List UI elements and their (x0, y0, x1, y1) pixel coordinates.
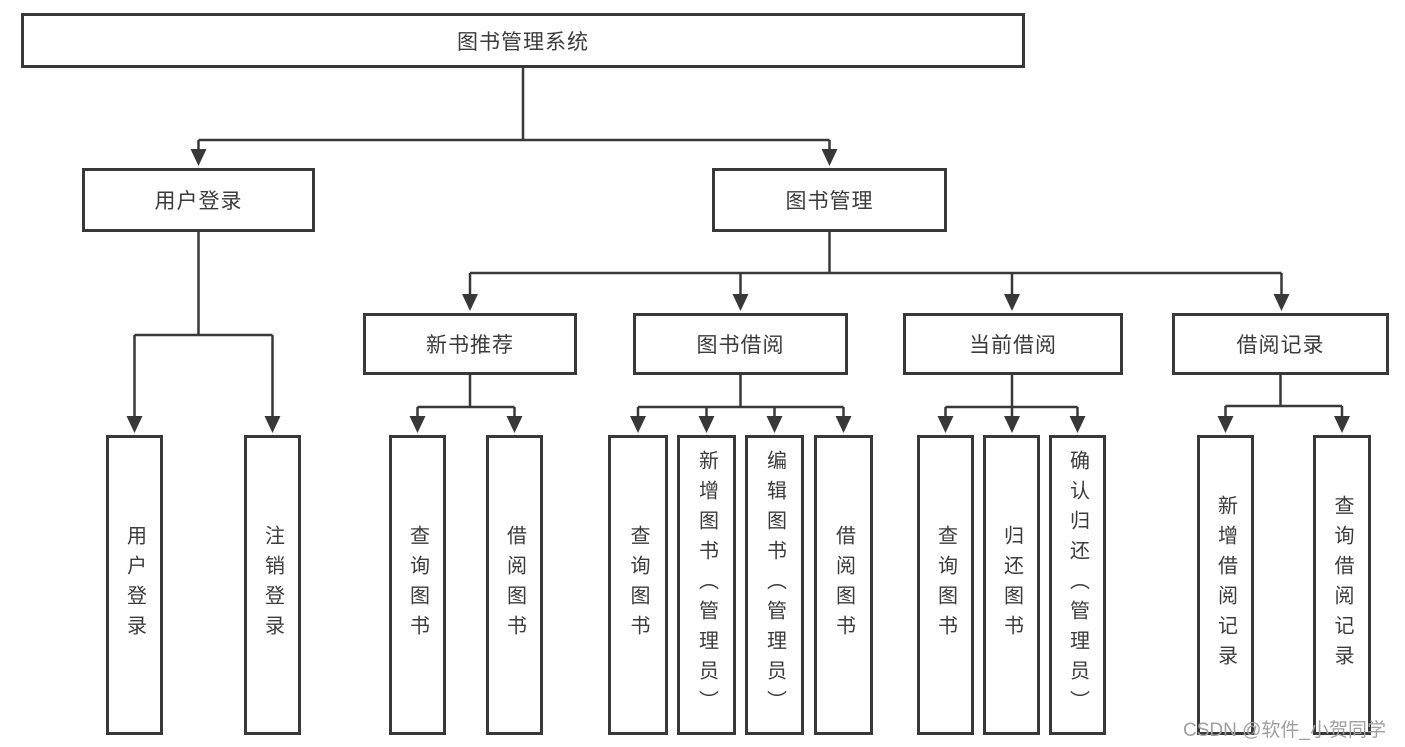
leaf-add-borrow-record-label: 新增借阅记录 (1214, 495, 1237, 675)
leaf-edit-books-admin-label: 编辑图书（管理员） (763, 450, 786, 720)
node-current-borrowing-label: 当前借阅 (969, 334, 1057, 357)
node-book-management: 图书管理 (712, 168, 947, 232)
leaf-user-login: 用户登录 (106, 435, 163, 735)
leaf-return-books: 归还图书 (983, 435, 1040, 735)
node-root: 图书管理系统 (21, 13, 1025, 68)
tree-lines (133, 68, 1344, 417)
leaf-query-books-borrowing-label: 查询图书 (627, 525, 649, 645)
leaf-add-books-admin: 新增图书（管理员） (677, 435, 736, 735)
node-new-book-recommendation: 新书推荐 (363, 313, 577, 375)
leaf-query-books-current-label: 查询图书 (934, 525, 957, 645)
node-user-login-label: 用户登录 (154, 190, 243, 213)
leaf-borrow-books-recommend: 借阅图书 (486, 435, 543, 735)
leaf-query-borrow-record-label: 查询借阅记录 (1331, 495, 1353, 675)
leaf-edit-books-admin: 编辑图书（管理员） (745, 435, 804, 735)
leaf-add-books-admin-label: 新增图书（管理员） (695, 450, 718, 720)
node-borrowing-records-label: 借阅记录 (1236, 334, 1325, 357)
node-root-label: 图书管理系统 (457, 30, 589, 54)
node-user-login: 用户登录 (82, 168, 315, 232)
leaf-borrow-books-recommend-label: 借阅图书 (503, 525, 526, 645)
leaf-user-login-label: 用户登录 (123, 525, 146, 645)
node-book-borrowing: 图书借阅 (633, 313, 848, 375)
leaf-query-books-recommend-label: 查询图书 (406, 525, 429, 645)
leaf-confirm-return-admin: 确认归还（管理员） (1049, 435, 1106, 735)
leaf-query-books-borrowing: 查询图书 (608, 435, 668, 735)
leaf-query-borrow-record: 查询借阅记录 (1313, 435, 1371, 735)
node-current-borrowing: 当前借阅 (903, 313, 1123, 375)
watermark: CSDN @软件_小贺同学 (1183, 720, 1386, 741)
node-borrowing-records: 借阅记录 (1172, 313, 1389, 375)
node-new-book-recommendation-label: 新书推荐 (426, 334, 514, 357)
leaf-query-books-recommend: 查询图书 (389, 435, 446, 735)
node-book-management-label: 图书管理 (785, 190, 874, 213)
leaf-return-books-label: 归还图书 (1000, 525, 1023, 645)
leaf-add-borrow-record: 新增借阅记录 (1197, 435, 1254, 735)
leaf-borrow-books-borrowing: 借阅图书 (814, 435, 873, 735)
node-book-borrowing-label: 图书借阅 (696, 334, 785, 357)
leaf-confirm-return-admin-label: 确认归还（管理员） (1066, 450, 1089, 720)
leaf-query-books-current: 查询图书 (917, 435, 974, 735)
leaf-borrow-books-borrowing-label: 借阅图书 (832, 525, 855, 645)
leaf-logout-label: 注销登录 (261, 525, 284, 645)
arrowheads (126, 149, 1350, 433)
leaf-logout: 注销登录 (244, 435, 301, 735)
